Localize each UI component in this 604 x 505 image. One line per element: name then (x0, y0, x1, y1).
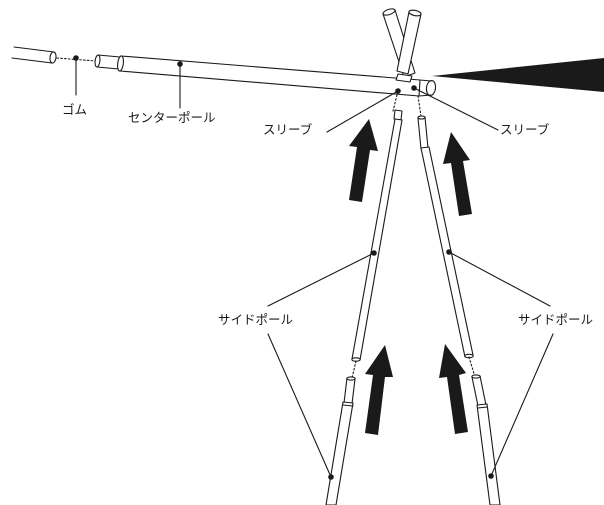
side-pole-right-upper (417, 95, 476, 378)
label-sleeve-right: スリーブ (500, 122, 550, 137)
side-pole-right-lower (471, 374, 501, 505)
center-pole (11, 46, 437, 97)
dot-gum (73, 55, 79, 61)
leader-side-left-lower (267, 333, 332, 478)
label-sleeve-left: スリーブ (263, 122, 313, 137)
apex-connector (382, 8, 422, 83)
leader-side-left-upper (267, 252, 375, 307)
dot-side-left-lower (328, 474, 334, 480)
ridge-wedge (432, 58, 604, 92)
label-side-pole-left: サイドポール (218, 312, 294, 327)
dot-side-right-lower (488, 473, 494, 479)
arrow-up-left-upper (349, 119, 378, 202)
leader-side-right-lower (490, 333, 554, 477)
label-center-pole: センターポール (128, 110, 216, 125)
label-side-pole-right: サイドポール (518, 312, 594, 327)
arrow-up-left-lower (365, 345, 393, 435)
leader-side-right-upper (448, 251, 551, 307)
side-pole-left-lower (325, 376, 356, 505)
dot-side-left-upper (371, 250, 377, 256)
arrow-up-right-lower (439, 344, 468, 434)
label-gum: ゴム (62, 102, 88, 117)
dot-sleeve-left (395, 88, 401, 94)
leader-sleeve-right (413, 87, 499, 131)
dot-side-right-upper (446, 249, 452, 255)
dot-center-pole (177, 61, 183, 67)
side-pole-left-upper (351, 94, 403, 379)
arrow-up-right-upper (443, 132, 472, 216)
dot-sleeve-right (411, 85, 417, 91)
leader-sleeve-left (326, 90, 399, 133)
